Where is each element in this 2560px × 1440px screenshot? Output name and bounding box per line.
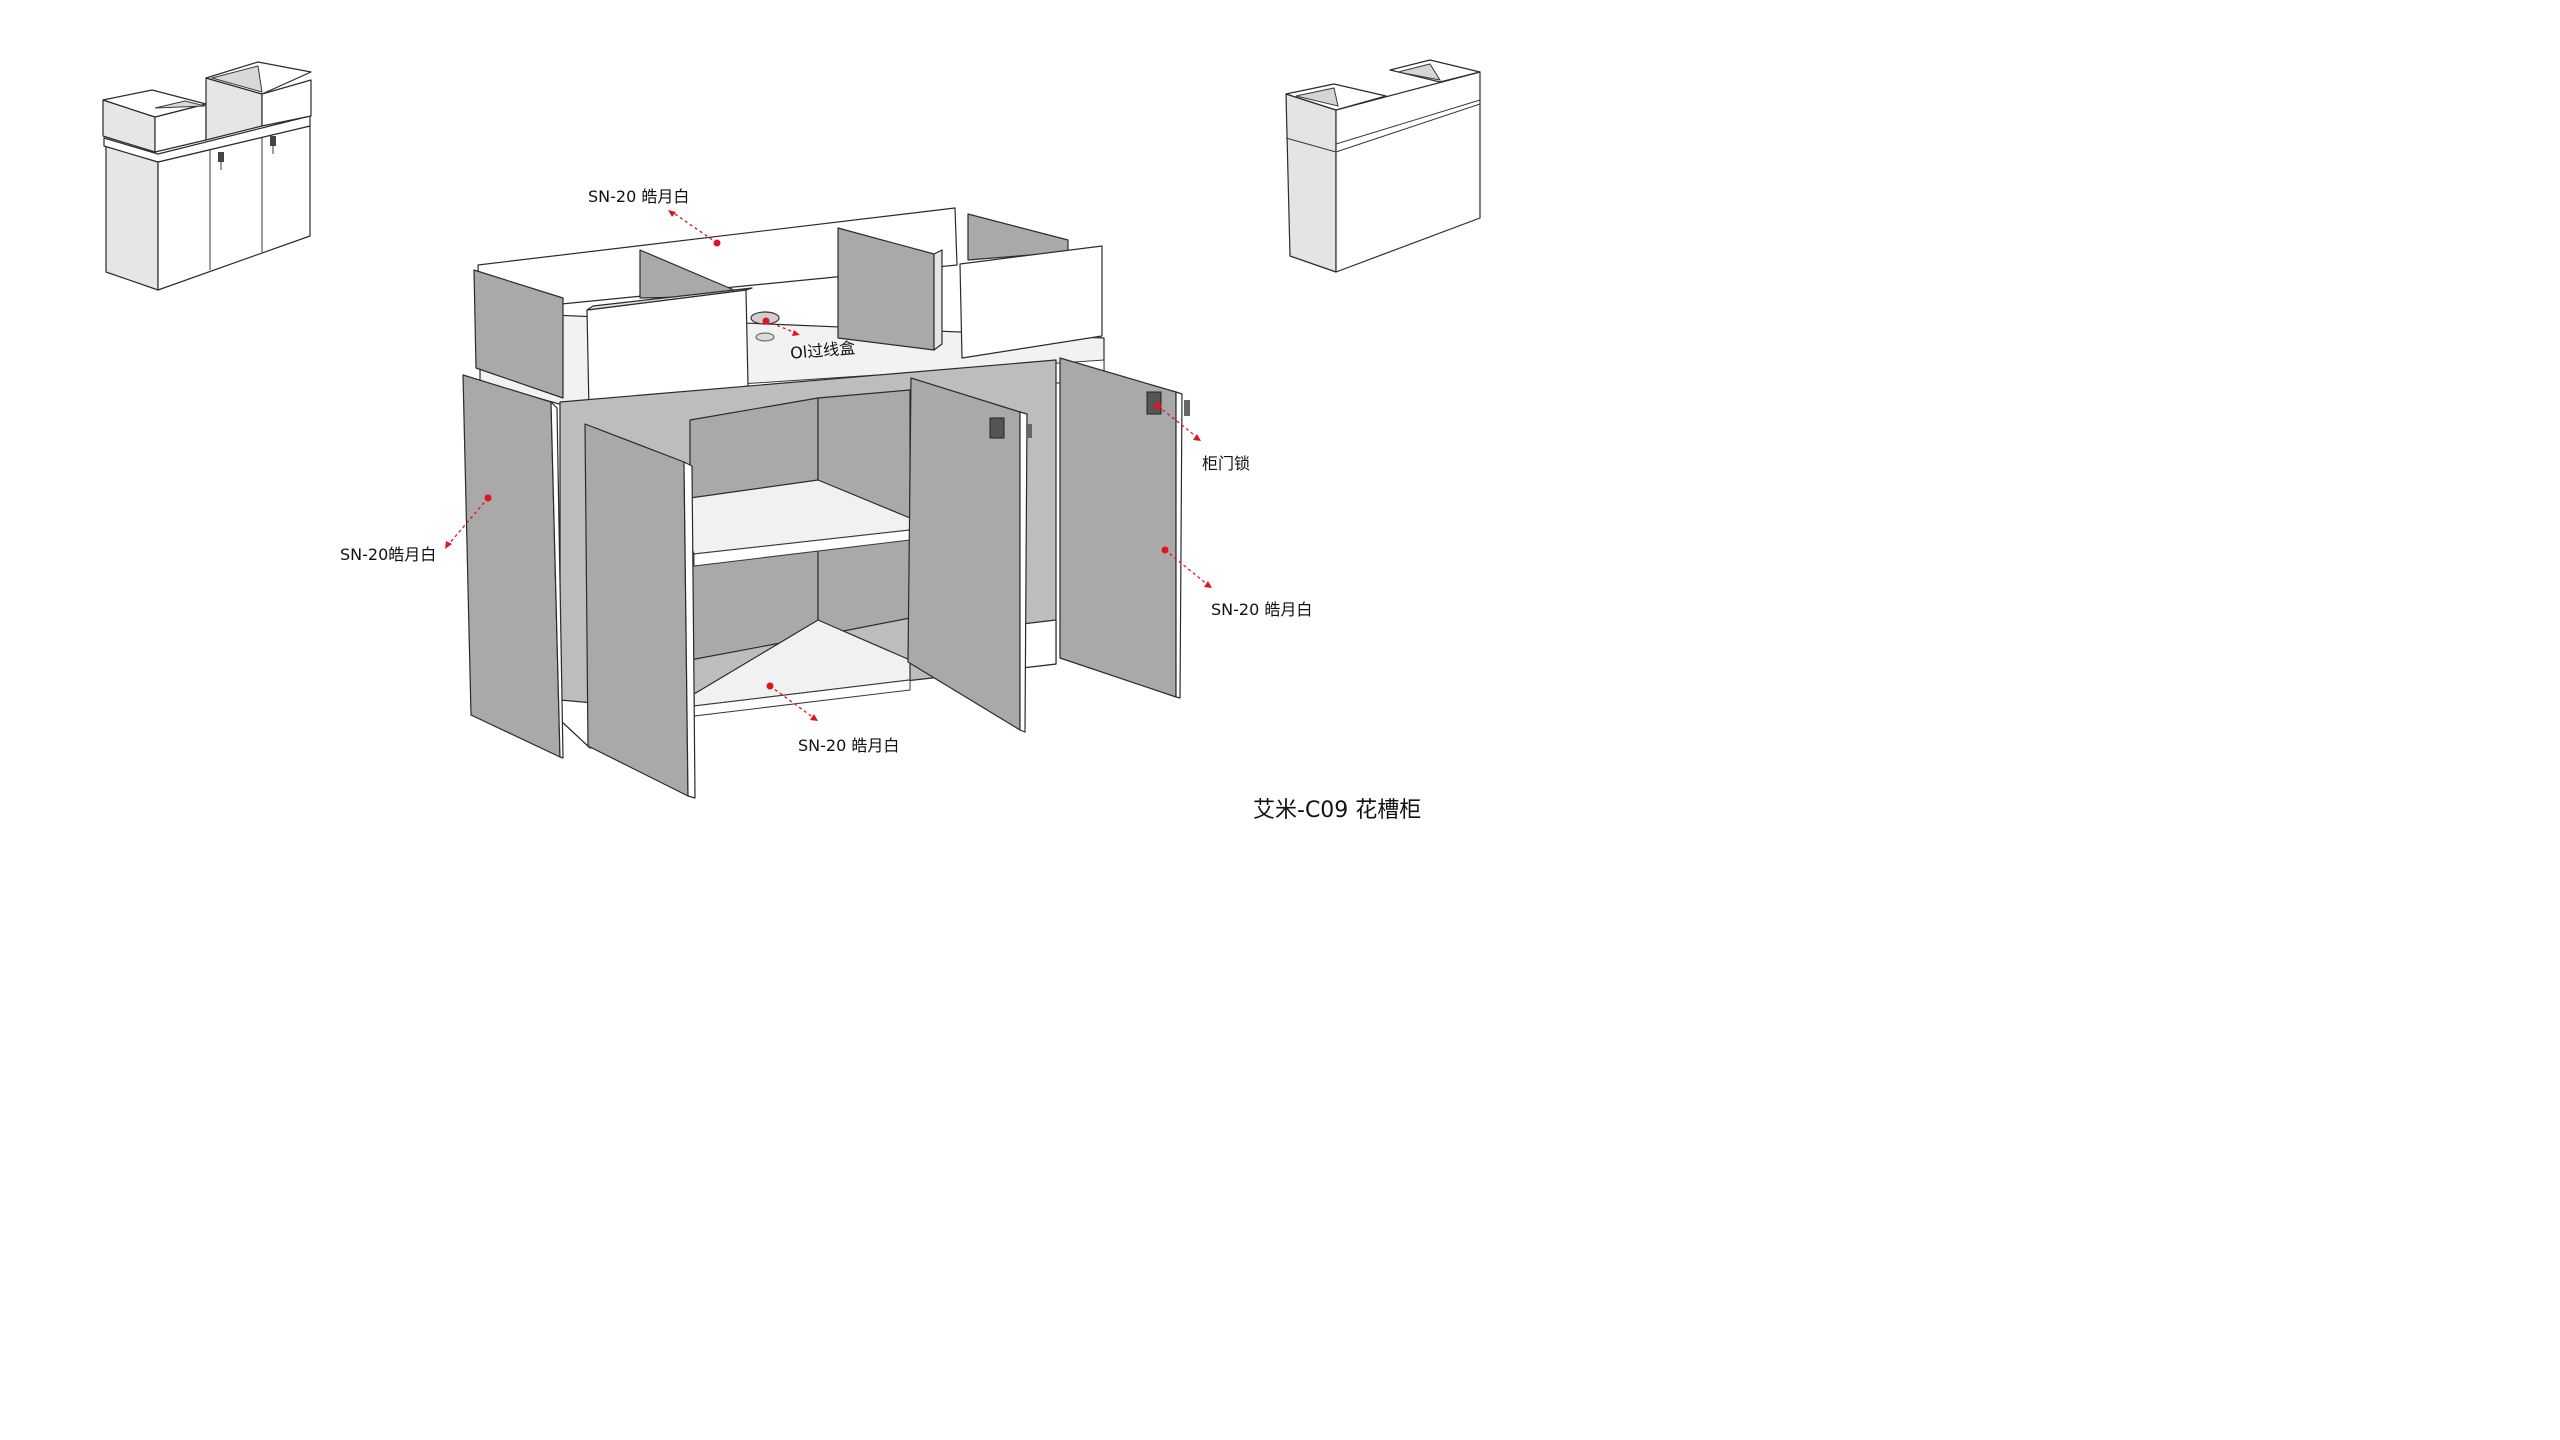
- label-door-lock: 柜门锁: [1202, 454, 1251, 473]
- main-cabinet: [462, 207, 1190, 799]
- diagram-title: 艾米-C09 花槽柜: [1253, 798, 1422, 823]
- leader-right-door: [1161, 546, 1212, 588]
- diagram-canvas: SN-20 皓月白 Ol过线盒 柜门锁 SN-20皓月白 SN-20 皓月白 S…: [0, 0, 1555, 871]
- leader-door-lock: [1154, 402, 1201, 441]
- label-top-panel: SN-20 皓月白: [588, 187, 690, 206]
- annotation-leaders: [445, 210, 1212, 721]
- thumbnail-front-view: [102, 61, 312, 291]
- thumbnail-back-view: [1285, 59, 1481, 273]
- label-right-door: SN-20 皓月白: [1211, 600, 1313, 619]
- leader-left-door: [445, 494, 492, 549]
- lock-icon-1: [989, 417, 1005, 439]
- leader-top-panel: [668, 210, 721, 247]
- leader-bottom-shelf: [766, 682, 818, 721]
- left-door: [462, 374, 561, 758]
- label-bottom-shelf: SN-20 皓月白: [798, 736, 900, 755]
- label-left-door: SN-20皓月白: [340, 545, 437, 564]
- front-planter-right: [959, 245, 1103, 359]
- left-planter-side: [473, 269, 564, 399]
- second-door: [584, 423, 689, 797]
- leader-cable-box: [762, 317, 800, 336]
